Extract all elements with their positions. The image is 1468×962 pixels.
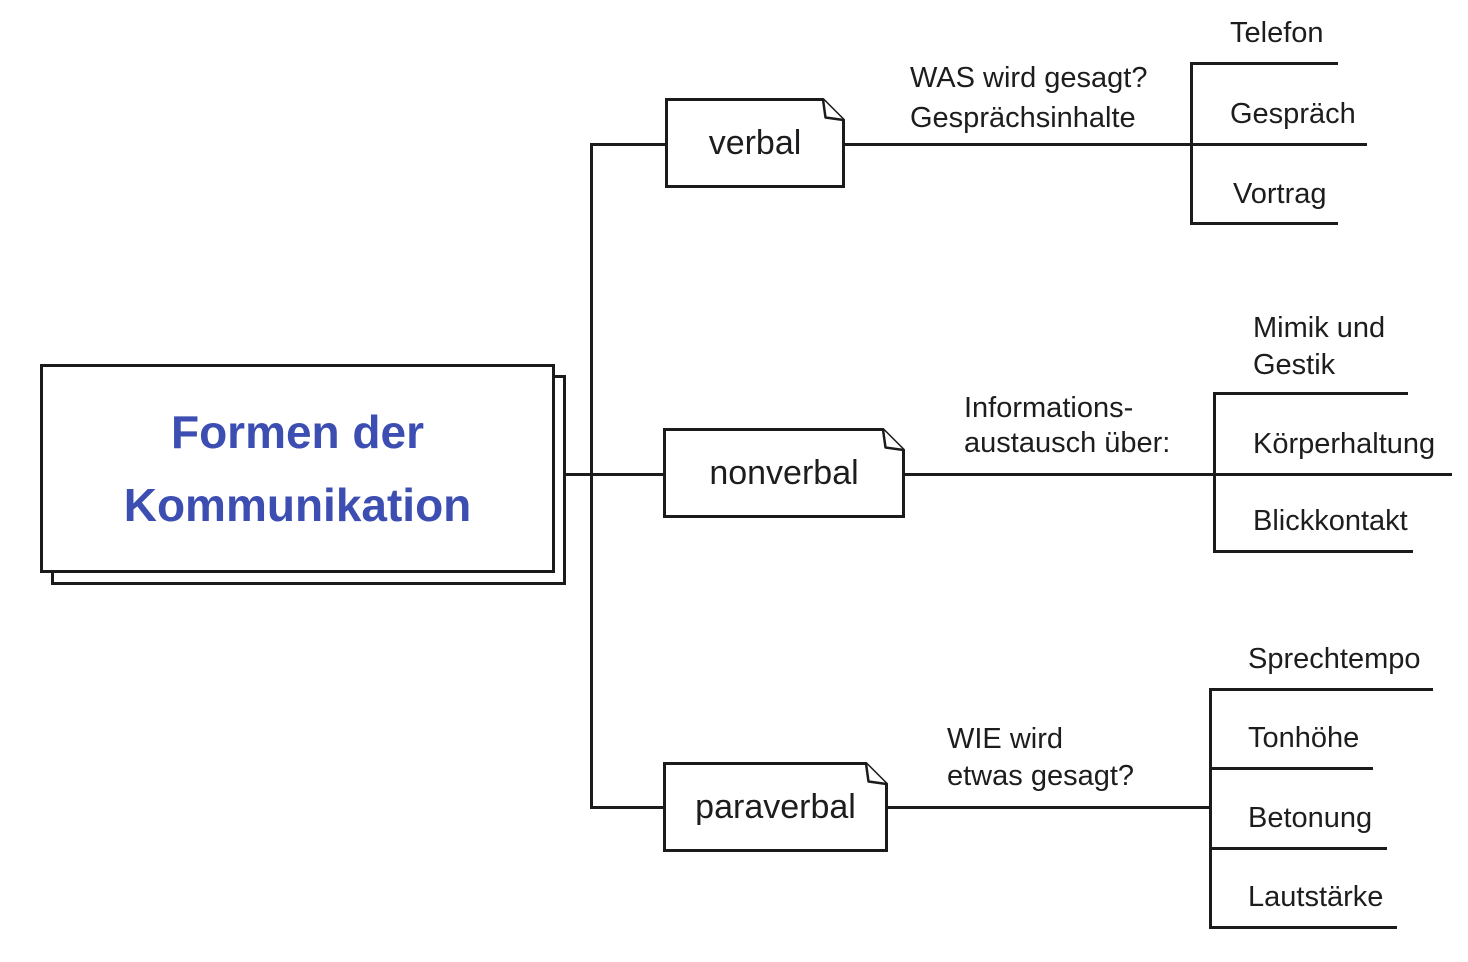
leaf-mimik-gestik: Mimik und Gestik [1253,312,1386,381]
underline-vortrag [1190,222,1338,225]
leaf-gespraech: Gespräch [1230,98,1356,130]
leaf-koerperhaltung: Körperhaltung [1253,428,1436,460]
underline-sprechtempo [1209,688,1433,691]
underline-tonhoehe [1209,767,1373,770]
node-paraverbal: paraverbal [663,762,888,852]
connector-root-to-nonverbal [566,473,663,476]
node-verbal: verbal [665,98,845,188]
branch-line-verbal [845,143,1367,146]
underline-telefon [1190,62,1338,65]
leaf-telefon: Telefon [1230,17,1324,49]
underline-blickkontakt [1213,550,1413,553]
node-nonverbal-label: nonverbal [709,453,859,492]
leafgroup-spine-paraverbal [1209,688,1212,929]
annotation-verbal: WAS wird gesagt? Gesprächsinhalte [910,62,1148,134]
leaf-sprechtempo: Sprechtempo [1248,643,1421,675]
leaf-betonung: Betonung [1248,802,1373,834]
annotation-nonverbal: Informations- austausch über: [964,392,1171,459]
node-nonverbal: nonverbal [663,428,905,518]
annotation-paraverbal: WIE wird etwas gesagt? [947,723,1135,792]
underline-betonung [1209,847,1387,850]
underline-lautstaerke [1209,926,1397,929]
note-shape-icon [663,762,888,852]
branch-line-nonverbal [905,473,1452,476]
note-shape-icon [665,98,845,188]
underline-mimik-gestik [1213,392,1408,395]
spine-line [590,143,593,809]
node-paraverbal-label: paraverbal [695,787,856,826]
leaf-tonhoehe: Tonhöhe [1248,722,1360,754]
note-shape-icon [663,428,905,518]
leafgroup-spine-verbal [1190,62,1193,225]
leaf-blickkontakt: Blickkontakt [1253,505,1408,537]
node-verbal-label: verbal [708,123,802,162]
root-node: Formen der Kommunikation [40,364,555,573]
root-title: Formen der Kommunikation [123,405,472,531]
leafgroup-spine-nonverbal [1213,392,1216,553]
connector-spine-to-verbal [590,143,665,146]
leaf-vortrag: Vortrag [1233,178,1327,210]
leaf-lautstaerke: Lautstärke [1248,881,1384,913]
connector-spine-to-paraverbal [590,806,663,809]
branch-line-paraverbal [888,806,1212,809]
